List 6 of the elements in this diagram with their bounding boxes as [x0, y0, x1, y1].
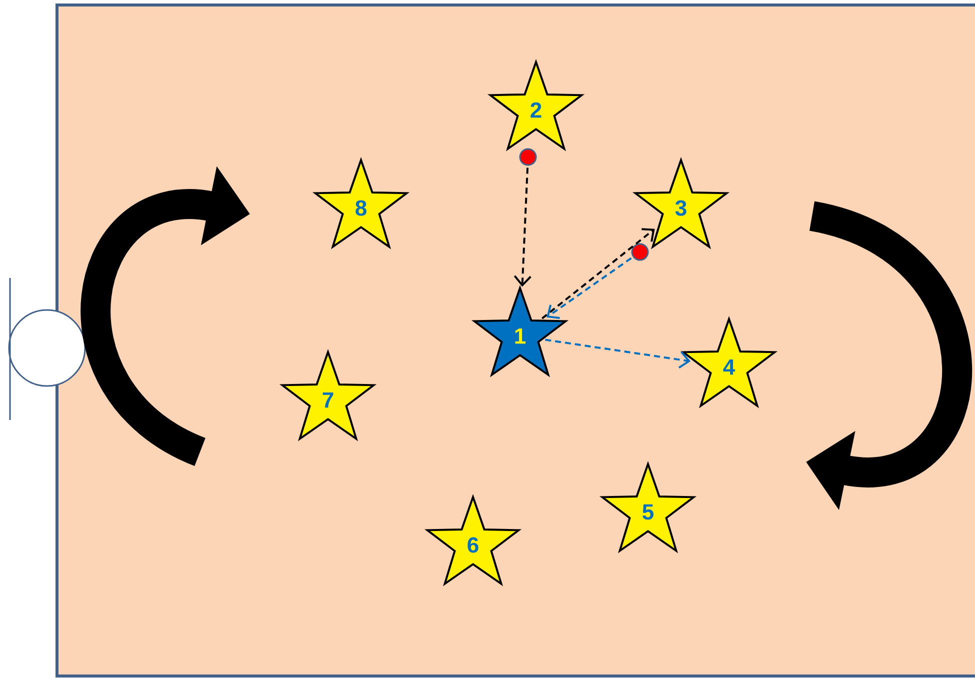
pass-arrow	[546, 257, 632, 319]
ball	[631, 243, 649, 261]
ball	[519, 148, 537, 166]
pass-arrow	[514, 168, 532, 287]
pass-arrow	[542, 228, 655, 320]
pass-arrow	[545, 338, 691, 369]
